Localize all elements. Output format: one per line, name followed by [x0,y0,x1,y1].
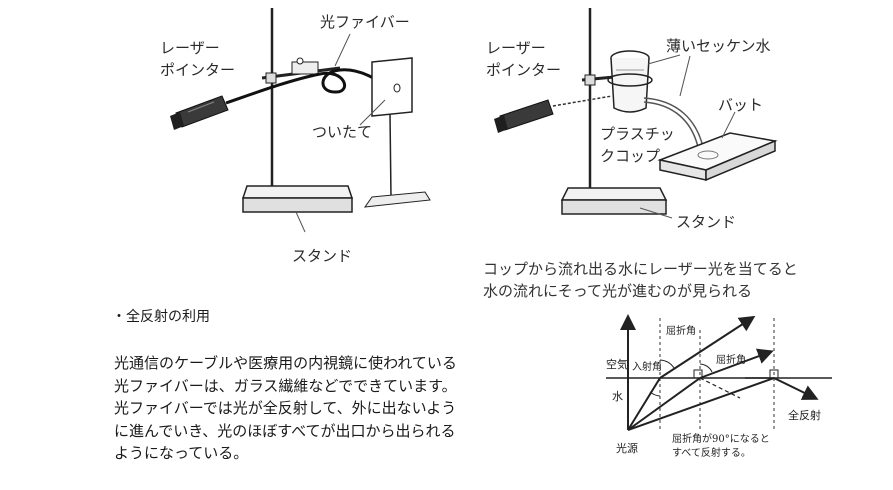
angle-marker-1 [693,369,703,379]
body-line: 光通信のケーブルや医療用の内視鏡に使われている [114,354,457,372]
plastic-cup [607,50,653,113]
clamp-boss-2 [584,74,596,86]
experiment-caption-line-2: 水の流れにそって光が進むのが見られる [483,282,752,300]
ray-1-incident [627,377,661,431]
fiber-label: 光ファイバー [320,13,410,31]
air-label: 空気 [606,358,628,371]
section-heading: ・全反射の利用 [112,309,210,325]
refraction-arc-1 [659,359,675,369]
ray-1-refracted [659,315,756,379]
laser-label-1: レーザー ポインター [160,39,236,79]
incidence-angle-label: 入射角 [632,362,662,373]
clamp-boss [265,72,277,84]
body-line: 光ファイバーでは光が全反射して、外に出ないよう [114,399,457,417]
note-line-2: すべて反射する。 [672,448,751,459]
laser-pointer-1 [170,95,229,130]
soap-leader-line-2 [679,55,691,97]
stand-base-front [242,197,353,213]
optical-fiber-cable [225,68,393,105]
stand-leader-line-2 [639,207,673,219]
screen-label: ついたて [312,123,373,141]
screen-leader-line [359,99,386,126]
refraction-angle-label-2: 屈折角 [716,355,746,366]
incidence-arc [649,391,661,397]
stand-leader-line-1 [295,211,306,233]
ray-2-partial-reflect [699,377,741,399]
ray-4-total-reflection [773,377,819,400]
light-spot [393,83,401,93]
light-source-label: 光源 [616,442,638,455]
body-line: ようになっている。 [114,444,249,462]
laser-pointer-2 [494,99,554,133]
total-reflection-label: 全反射 [788,409,821,422]
clamp-screw [296,57,304,65]
laser-label-2: レーザー ポインター [486,39,562,79]
refraction-arc-2 [699,363,713,373]
ray-2-incident [627,377,701,431]
soap-water-label: 薄いセッケン水 [666,37,771,55]
tray [657,132,778,182]
refraction-angle-label-1: 屈折角 [666,326,696,337]
note-line-1: 屈折角が90°になると [672,434,770,445]
soap-leader-line-1 [647,54,681,65]
stand-base-front-2 [561,199,667,215]
water-label: 水 [612,390,623,403]
experiment-caption-line-1: コップから流れ出る水にレーザー光を当てると [483,260,798,278]
tray-label: バット [718,96,764,114]
tray-leader-line [721,111,736,139]
ray-2-refracted [699,348,774,379]
stand-label-1: スタンド [292,247,353,265]
screen-base [363,191,431,208]
body-line: に進んでいき、光のほぼすべてが出口から出られる [114,421,456,440]
clamp-head [291,61,319,75]
screen-panel [371,57,413,117]
stand-label-2: スタンド [676,213,737,231]
fiber-leader-line [334,33,351,67]
plastic-cup-label: プラスチッ クコップ [600,125,675,165]
body-line: 光ファイバーは、ガラス繊維などでできています。 [114,376,457,395]
section-body: 光通信のケーブルや医療用の内視鏡に使われている 光ファイバーは、ガラス繊維などで… [114,352,457,465]
ray-3-incident [627,377,775,431]
screen-post [389,113,392,199]
angle-marker-2 [769,369,779,379]
